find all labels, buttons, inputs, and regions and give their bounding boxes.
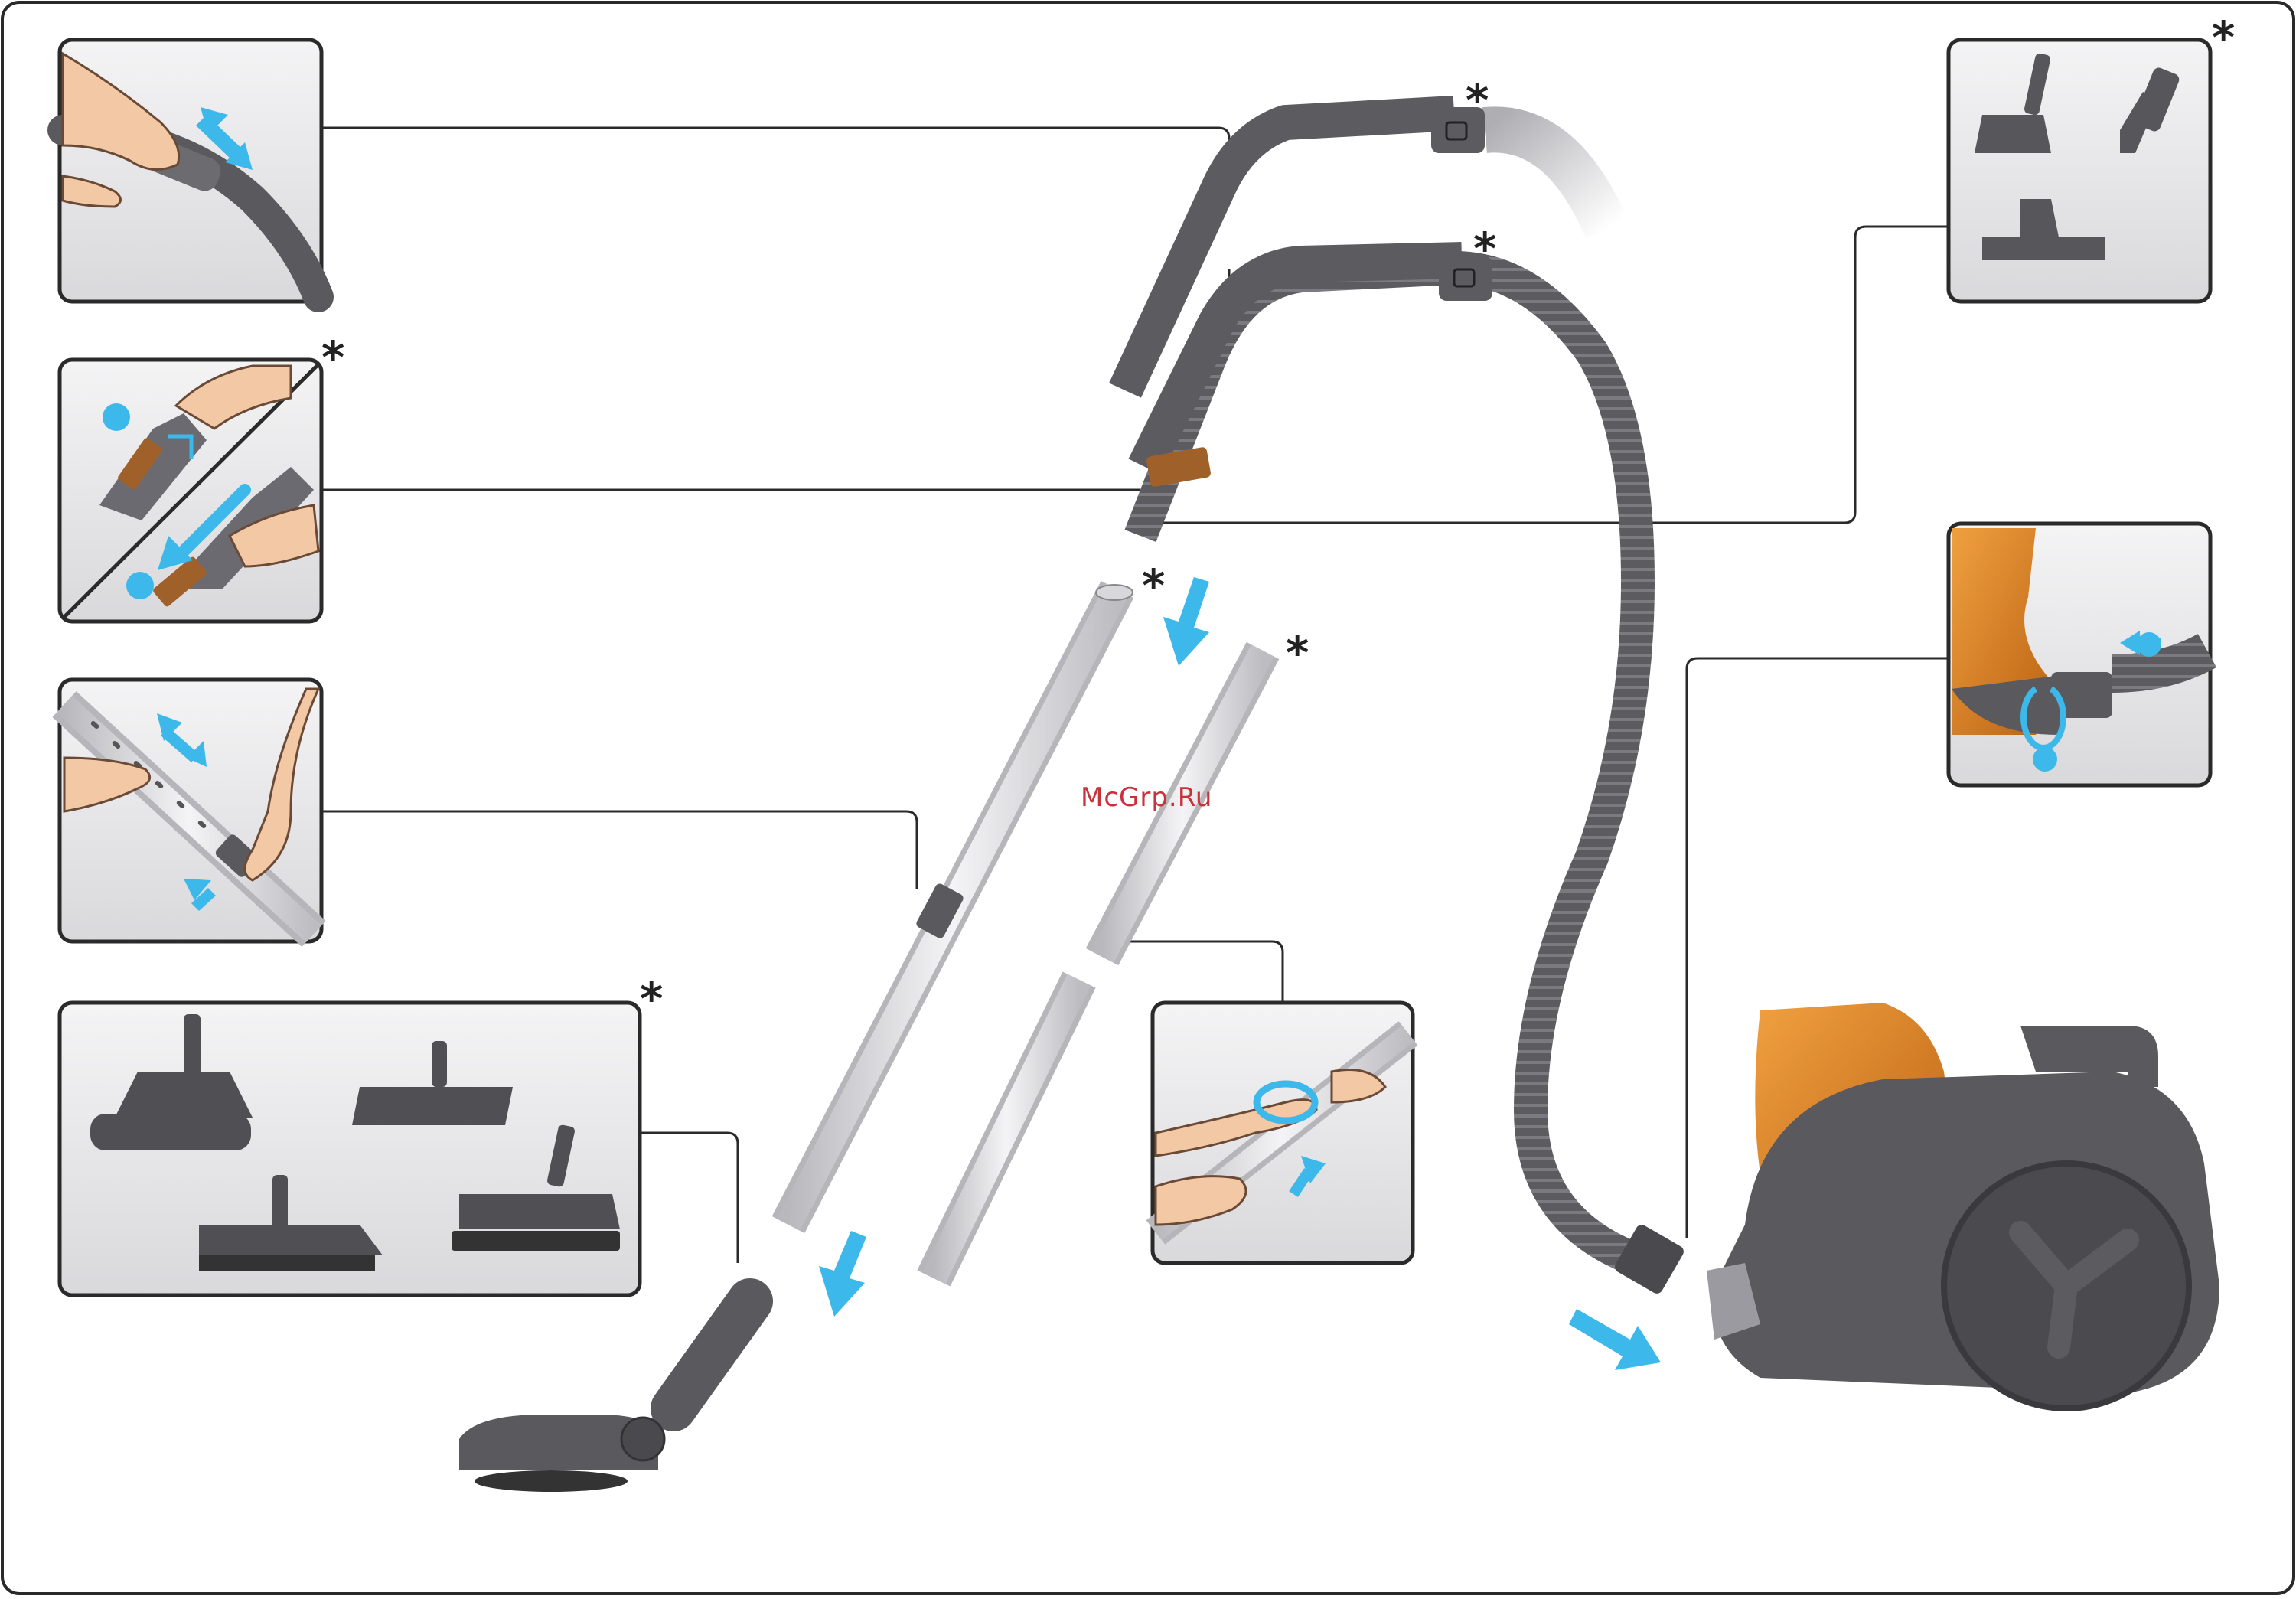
vacuum-cleaner-body — [1707, 1003, 2219, 1411]
leader-lines — [321, 126, 1949, 1263]
flexible-hose — [1124, 242, 1684, 1294]
optional-marker: * — [321, 331, 345, 383]
floor-nozzles-panel — [57, 1000, 642, 1297]
tube-joining-panel — [1146, 1000, 1418, 1265]
floor-nozzle — [459, 1278, 773, 1492]
brush-accessory-panel — [57, 357, 324, 624]
optional-marker: * — [1473, 223, 1497, 275]
small-accessories-panel — [1946, 38, 2213, 304]
hose-handle-rigid — [1109, 96, 1629, 398]
direction-arrows — [819, 577, 1661, 1370]
two-piece-tube — [917, 641, 1280, 1287]
watermark: McGrp.Ru — [1081, 782, 1213, 813]
telescopic-tube-panel — [52, 677, 326, 947]
optional-marker: * — [2212, 11, 2236, 64]
optional-marker: * — [640, 973, 664, 1025]
optional-marker: * — [1466, 74, 1489, 126]
optional-marker: * — [1286, 627, 1309, 679]
handle-power-control-panel — [47, 38, 334, 312]
optional-marker: * — [1142, 560, 1166, 612]
hose-connection-panel — [1946, 521, 2217, 788]
telescopic-tube — [771, 580, 1134, 1234]
